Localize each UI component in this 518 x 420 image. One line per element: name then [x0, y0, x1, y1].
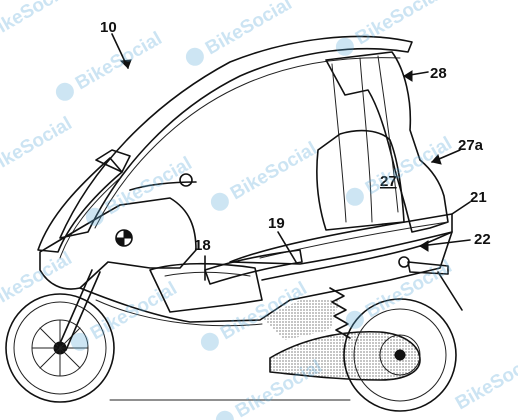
svg-text:BikeSocial: BikeSocial: [452, 348, 518, 414]
watermark-12: BikeSocial: [345, 256, 456, 329]
frame-tube-19: [204, 249, 303, 285]
ref-22: 22: [474, 231, 491, 248]
leader-21: [451, 201, 471, 215]
svg-text:BikeSocial: BikeSocial: [352, 0, 446, 49]
watermark-7: BikeSocial: [210, 138, 321, 211]
leader-lines: [111, 33, 471, 281]
svg-text:BikeSocial: BikeSocial: [72, 28, 166, 94]
ref-27a: 27a: [458, 137, 484, 154]
engine-block: [262, 300, 340, 340]
roof-support-28: [325, 51, 449, 233]
rear-mount-22: [407, 261, 449, 275]
front-fairing: [39, 197, 197, 290]
watermark-13: BikeSocial: [215, 356, 326, 420]
watermark-logo-icon: [215, 410, 234, 420]
svg-text:BikeSocial: BikeSocial: [102, 153, 196, 219]
lower-body: [79, 231, 453, 323]
leader-28-arrow: [403, 70, 413, 82]
reference-numerals: 10 28 27a 27 21 22 19 18: [100, 19, 491, 254]
roof-inner-edge: [94, 57, 401, 229]
handlebar: [129, 181, 197, 191]
ref-21: 21: [470, 189, 487, 206]
watermark-logo-icon: [70, 332, 89, 351]
watermark-logo-icon: [185, 47, 204, 66]
seat-18: [149, 262, 263, 313]
watermark-1: BikeSocial: [0, 0, 76, 44]
watermark-2: BikeSocial: [55, 28, 166, 101]
watermark-3: BikeSocial: [185, 0, 296, 66]
seat-cushion: [164, 271, 251, 277]
watermark-logo-icon: [345, 310, 364, 329]
scooter-drawing: [5, 35, 463, 412]
svg-text:BikeSocial: BikeSocial: [0, 0, 76, 44]
svg-text:BikeSocial: BikeSocial: [202, 0, 296, 59]
watermark-logo-icon: [210, 192, 229, 211]
ref-10: 10: [100, 19, 117, 36]
front-fork: [57, 269, 101, 351]
leader-27a-arrow: [431, 154, 442, 165]
windscreen-frame: [59, 177, 121, 259]
ref-19: 19: [268, 215, 285, 232]
bmw-logo-quarters: [115, 229, 133, 247]
watermark-6: BikeSocial: [85, 153, 196, 226]
floor-line: [95, 299, 263, 327]
mirror: [95, 149, 131, 173]
leader-19: [277, 231, 297, 263]
watermark-14: BikeSocial: [452, 348, 518, 414]
watermark-logo-icon: [55, 82, 74, 101]
watermark-logo-icon: [345, 187, 364, 206]
svg-text:BikeSocial: BikeSocial: [87, 278, 181, 344]
watermark-logo-icon: [200, 332, 219, 351]
ref-28: 28: [430, 65, 447, 82]
front-wheel: [5, 293, 115, 403]
ref-18: 18: [194, 237, 211, 254]
watermark-logo-icon: [85, 207, 104, 226]
svg-text:BikeSocial: BikeSocial: [0, 248, 76, 314]
side-stand: [437, 271, 463, 311]
swingarm-stipple: [270, 331, 420, 380]
backrest-27: [316, 129, 405, 231]
handlebar-grip: [179, 173, 193, 187]
leader-10-arrow: [119, 59, 132, 69]
watermark-logo-icon: [335, 37, 354, 56]
leader-22-arrow: [419, 240, 429, 252]
pillar-inner: [331, 55, 399, 223]
rear-light: [398, 256, 410, 268]
svg-text:BikeSocial: BikeSocial: [227, 138, 321, 204]
watermark-5: BikeSocial: [0, 113, 76, 179]
roof-canopy: [59, 35, 413, 239]
rear-shock: [329, 287, 351, 339]
rear-wheel: [343, 298, 457, 412]
ref-27: 27: [380, 173, 397, 190]
svg-text:BikeSocial: BikeSocial: [0, 113, 76, 179]
side-panel-21: [229, 213, 453, 265]
watermark-8: BikeSocial: [345, 133, 456, 206]
watermark-9: BikeSocial: [0, 248, 76, 314]
